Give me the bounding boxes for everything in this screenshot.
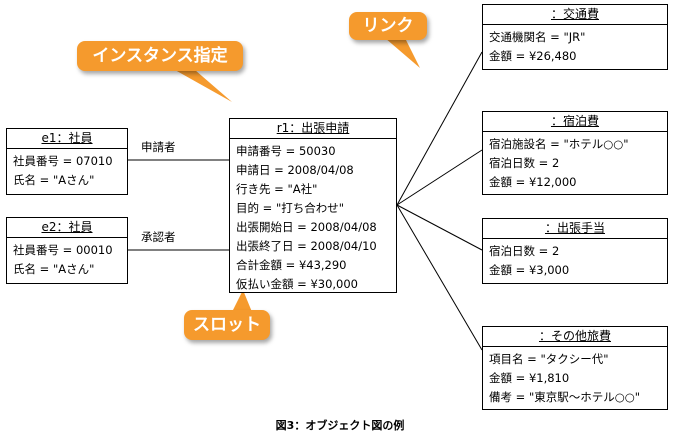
callout-link-pointer bbox=[385, 38, 420, 68]
link-label-approver: 承認者 bbox=[141, 230, 176, 244]
slot: 金額 = ¥26,480 bbox=[489, 49, 577, 63]
link-other bbox=[396, 204, 483, 351]
object-lodging: ：宿泊費 宿泊施設名 = "ホテル○○" 宿泊日数 = 2 金額 = ¥12,0… bbox=[482, 111, 668, 195]
slot: 備考 = "東京駅～ホテル○○" bbox=[489, 390, 641, 404]
figure-caption: 図3：オブジェクト図の例 bbox=[275, 419, 405, 432]
slot: 目的 = "打ち合わせ" bbox=[236, 201, 345, 215]
slot: 金額 = ¥3,000 bbox=[489, 263, 570, 277]
slot: 宿泊施設名 = "ホテル○○" bbox=[489, 137, 629, 151]
object-transport-title: ：交通費 bbox=[483, 5, 667, 25]
object-other-title: ：その他旅費 bbox=[483, 327, 667, 347]
slot: 金額 = ¥1,810 bbox=[489, 371, 570, 385]
slot: 行き先 = "A社" bbox=[236, 182, 318, 196]
slot: 出張開始日 = 2008/04/08 bbox=[236, 220, 377, 234]
slot: 社員番号 = 00010 bbox=[13, 243, 113, 257]
slot: 交通機関名 = "JR" bbox=[489, 30, 586, 44]
object-other: ：その他旅費 項目名 = "タクシー代" 金額 = ¥1,810 備考 = "東… bbox=[482, 326, 668, 410]
link-allowance bbox=[396, 204, 483, 251]
callout-slot-pointer bbox=[232, 290, 252, 312]
object-lodging-title: ：宿泊費 bbox=[483, 112, 667, 132]
link-transport bbox=[396, 51, 483, 206]
callout-link: リンク bbox=[349, 12, 427, 40]
object-e2: e2：社員 社員番号 = 00010 氏名 = "Aさん" bbox=[6, 217, 128, 284]
slot: 申請番号 = 50030 bbox=[236, 144, 336, 158]
object-allowance: ：出張手当 宿泊日数 = 2 金額 = ¥3,000 bbox=[482, 218, 668, 284]
slot: 社員番号 = 07010 bbox=[13, 154, 113, 168]
slot: 氏名 = "Aさん" bbox=[13, 262, 95, 276]
slot: 氏名 = "Aさん" bbox=[13, 173, 95, 187]
object-r1: r1：出張申請 申請番号 = 50030 申請日 = 2008/04/08 行き… bbox=[229, 118, 397, 293]
object-transport: ：交通費 交通機関名 = "JR" 金額 = ¥26,480 bbox=[482, 4, 668, 70]
link-lodging bbox=[396, 149, 483, 206]
object-allowance-title: ：出張手当 bbox=[483, 219, 667, 239]
slot: 出張終了日 = 2008/04/10 bbox=[236, 239, 377, 253]
slot: 金額 = ¥12,000 bbox=[489, 175, 577, 189]
link-label-applicant: 申請者 bbox=[141, 140, 176, 154]
object-e1: e1：社員 社員番号 = 07010 氏名 = "Aさん" bbox=[6, 128, 128, 195]
callout-slot: スロット bbox=[184, 310, 270, 340]
slot: 申請日 = 2008/04/08 bbox=[236, 163, 354, 177]
callout-instance-pointer bbox=[175, 70, 232, 102]
object-e2-title: e2：社員 bbox=[7, 218, 127, 238]
object-e1-title: e1：社員 bbox=[7, 129, 127, 149]
slot: 項目名 = "タクシー代" bbox=[489, 352, 609, 366]
slot: 宿泊日数 = 2 bbox=[489, 244, 560, 258]
slot: 合計金額 = ¥43,290 bbox=[236, 258, 347, 272]
slot: 宿泊日数 = 2 bbox=[489, 156, 560, 170]
callout-instance: インスタンス指定 bbox=[77, 41, 243, 71]
object-r1-title: r1：出張申請 bbox=[230, 119, 396, 139]
slot: 仮払い金額 = ¥30,000 bbox=[236, 277, 359, 291]
